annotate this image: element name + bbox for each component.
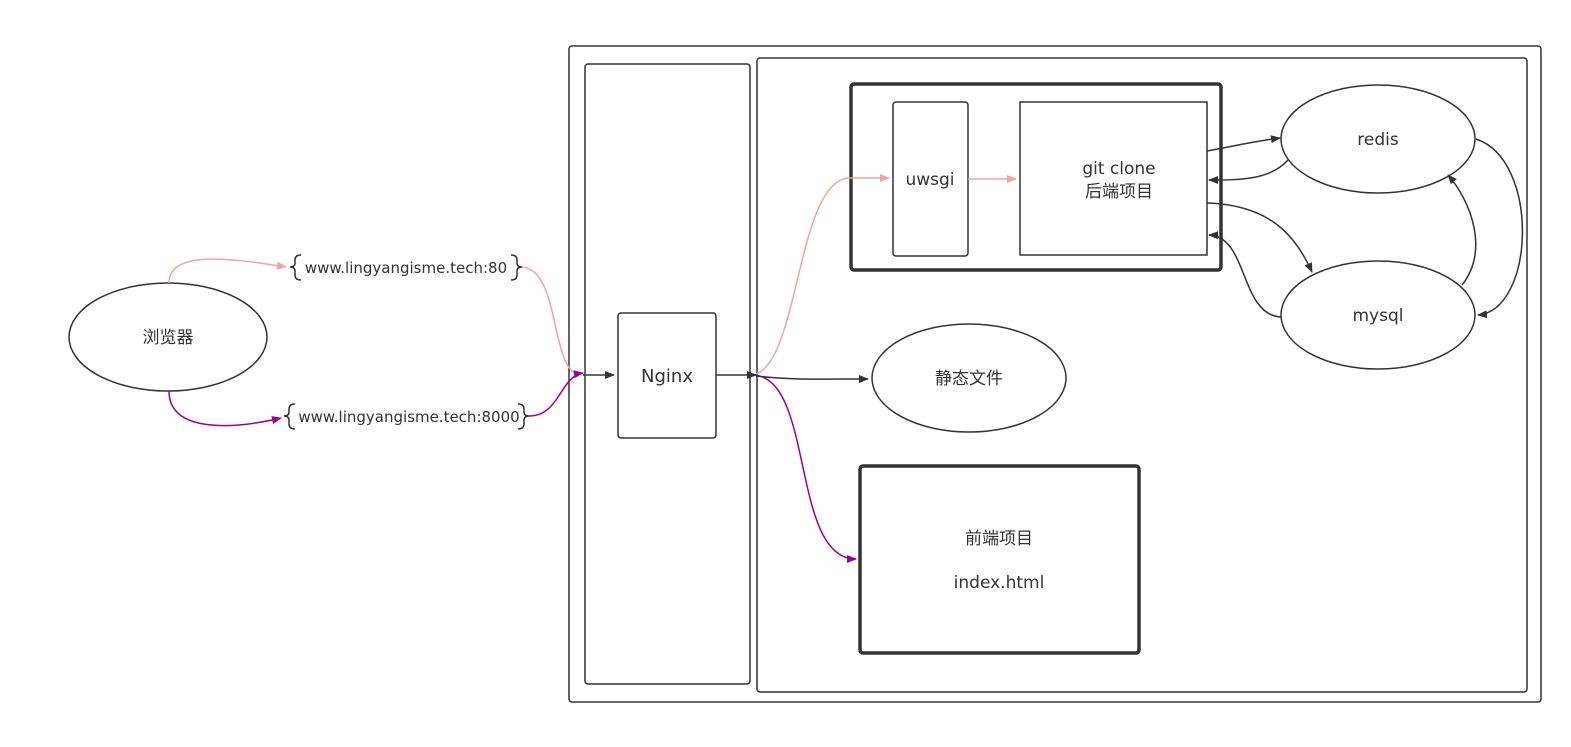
edge-browser-to-url80	[168, 258, 287, 284]
edge-nginx-to-frontend	[751, 374, 857, 563]
url8000-label: www.lingyangisme.tech:8000	[298, 408, 519, 426]
static-files-node	[871, 323, 1067, 433]
edge-backend-to-redis	[1206, 135, 1281, 152]
url80-brace-left	[289, 254, 302, 281]
edge-nginx-to-static	[755, 375, 869, 384]
browser-label: 浏览器	[143, 328, 194, 348]
redis-node	[1280, 84, 1476, 194]
redis-label: redis	[1357, 130, 1399, 150]
frontend-label-line2: index.html	[954, 573, 1045, 593]
edge-redis-to-mysql	[1475, 138, 1524, 319]
backend-label-line2: 后端项目	[1085, 182, 1153, 202]
frontend-label-line1: 前端项目	[965, 529, 1033, 549]
mysql-label: mysql	[1353, 306, 1404, 326]
url80-label: www.lingyangisme.tech:80	[305, 259, 507, 277]
frontend-node	[858, 464, 1141, 655]
browser-node	[68, 282, 268, 392]
backend-node	[1019, 101, 1208, 256]
edge-url8000-to-nginx	[528, 370, 584, 417]
mysql-node	[1280, 260, 1476, 370]
edge-url80-to-nginx	[521, 266, 579, 376]
nginx-label: Nginx	[641, 366, 693, 387]
static-files-label: 静态文件	[935, 369, 1003, 389]
edge-browser-to-url8000	[168, 390, 282, 427]
edge-mysql-to-redis	[1447, 174, 1477, 286]
backend-label-line1: git clone	[1082, 159, 1155, 179]
url8000-brace-left	[283, 403, 296, 430]
edge-redis-to-backend	[1208, 159, 1289, 184]
uwsgi-label: uwsgi	[905, 170, 954, 190]
url80-brace-right	[510, 254, 523, 281]
edge-nginx-to-uwsgi	[749, 174, 890, 376]
edge-mysql-to-backend	[1208, 231, 1282, 318]
edge-backend-to-mysql	[1206, 202, 1313, 273]
